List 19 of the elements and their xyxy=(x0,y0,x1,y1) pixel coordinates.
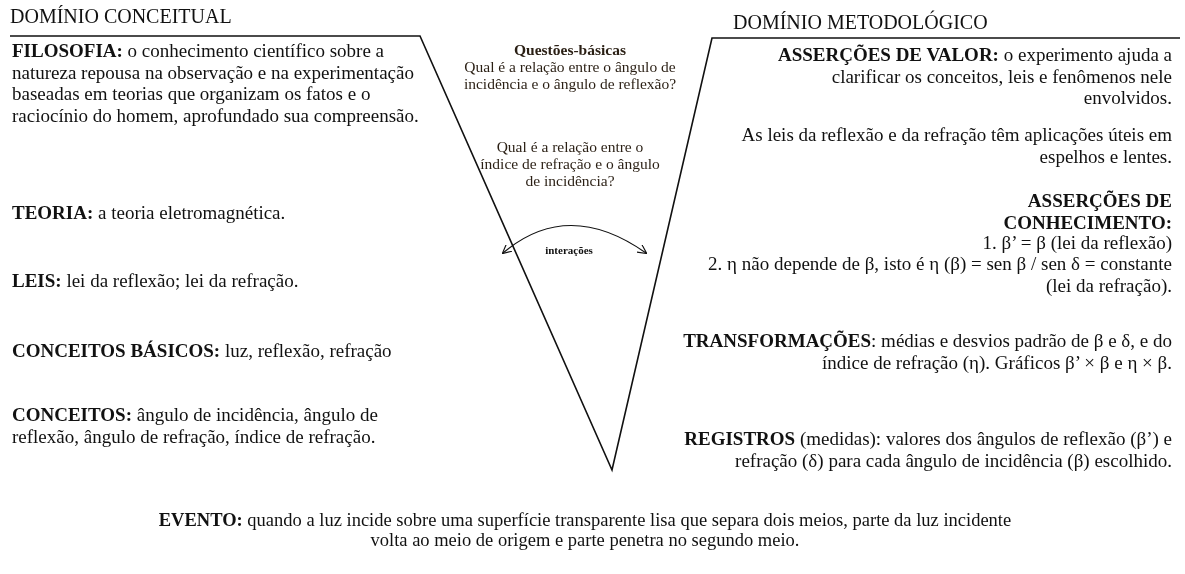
philosophy-text: FILOSOFIA: o conhecimento científico sobre a natureza repousa na observação e na experimentação baseadas em teorias que organizam os fatos e o raciocínio do homem, aprofundado sua compreensão. xyxy=(12,40,420,126)
value-claims-text: ASSERÇÕES DE VALOR: o experimento ajuda a clarificar os conceitos, leis e fenômenos nele envolvidos. xyxy=(776,44,1172,109)
value-claims-text: As leis da reflexão e da refração têm aplicações úteis em espelhos e lentes. xyxy=(740,124,1172,167)
knowledge-claim: 1. β’ = β (lei da reflexão) xyxy=(981,232,1172,254)
basic-concepts-text: CONCEITOS BÁSICOS: luz, reflexão, refração xyxy=(12,340,393,362)
domain-heading: DOMÍNIO METODOLÓGICO xyxy=(733,10,989,34)
theory-text: TEORIA: a teoria eletromagnética. xyxy=(12,202,287,224)
question-text: Qual é a relação entre o ângulo de incidência e o ângulo de reflexão? xyxy=(462,58,678,92)
concepts-text: CONCEITOS: ângulo de incidência, ângulo de reflexão, ângulo de refração, índice de refração. xyxy=(12,404,379,447)
question-text: Qual é a relação entre o índice de refração e o ângulo de incidência? xyxy=(479,138,661,189)
records-text: REGISTROS (medidas): valores dos ângulos de reflexão (β’) e refração (δ) para cada ângulo de incidência (β) escolhido. xyxy=(683,428,1172,471)
knowledge-claims-heading: ASSERÇÕES DE CONHECIMENTO: xyxy=(1002,190,1172,233)
domain-heading: DOMÍNIO CONCEITUAL xyxy=(10,4,233,28)
knowledge-claim: 2. η não depende de β, isto é η (β) = sen β / sen δ = constante (lei da refração). xyxy=(707,253,1172,296)
event-text: EVENTO: quando a luz incide sobre uma superfície transparente lisa que separa dois meios, parte da luz incidente volta ao meio de origem e parte penetra no segundo meio. xyxy=(157,510,1013,550)
transformations-text: TRANSFORMAÇÕES: médias e desvios padrão de β e δ, e do índice de refração (η). Gráficos β’ × β e η × β. xyxy=(682,330,1172,373)
interactions-label: interações xyxy=(544,244,594,257)
questions-heading: Questões-básicas xyxy=(513,41,627,58)
laws-text: LEIS: lei da reflexão; lei da refração. xyxy=(12,270,300,292)
